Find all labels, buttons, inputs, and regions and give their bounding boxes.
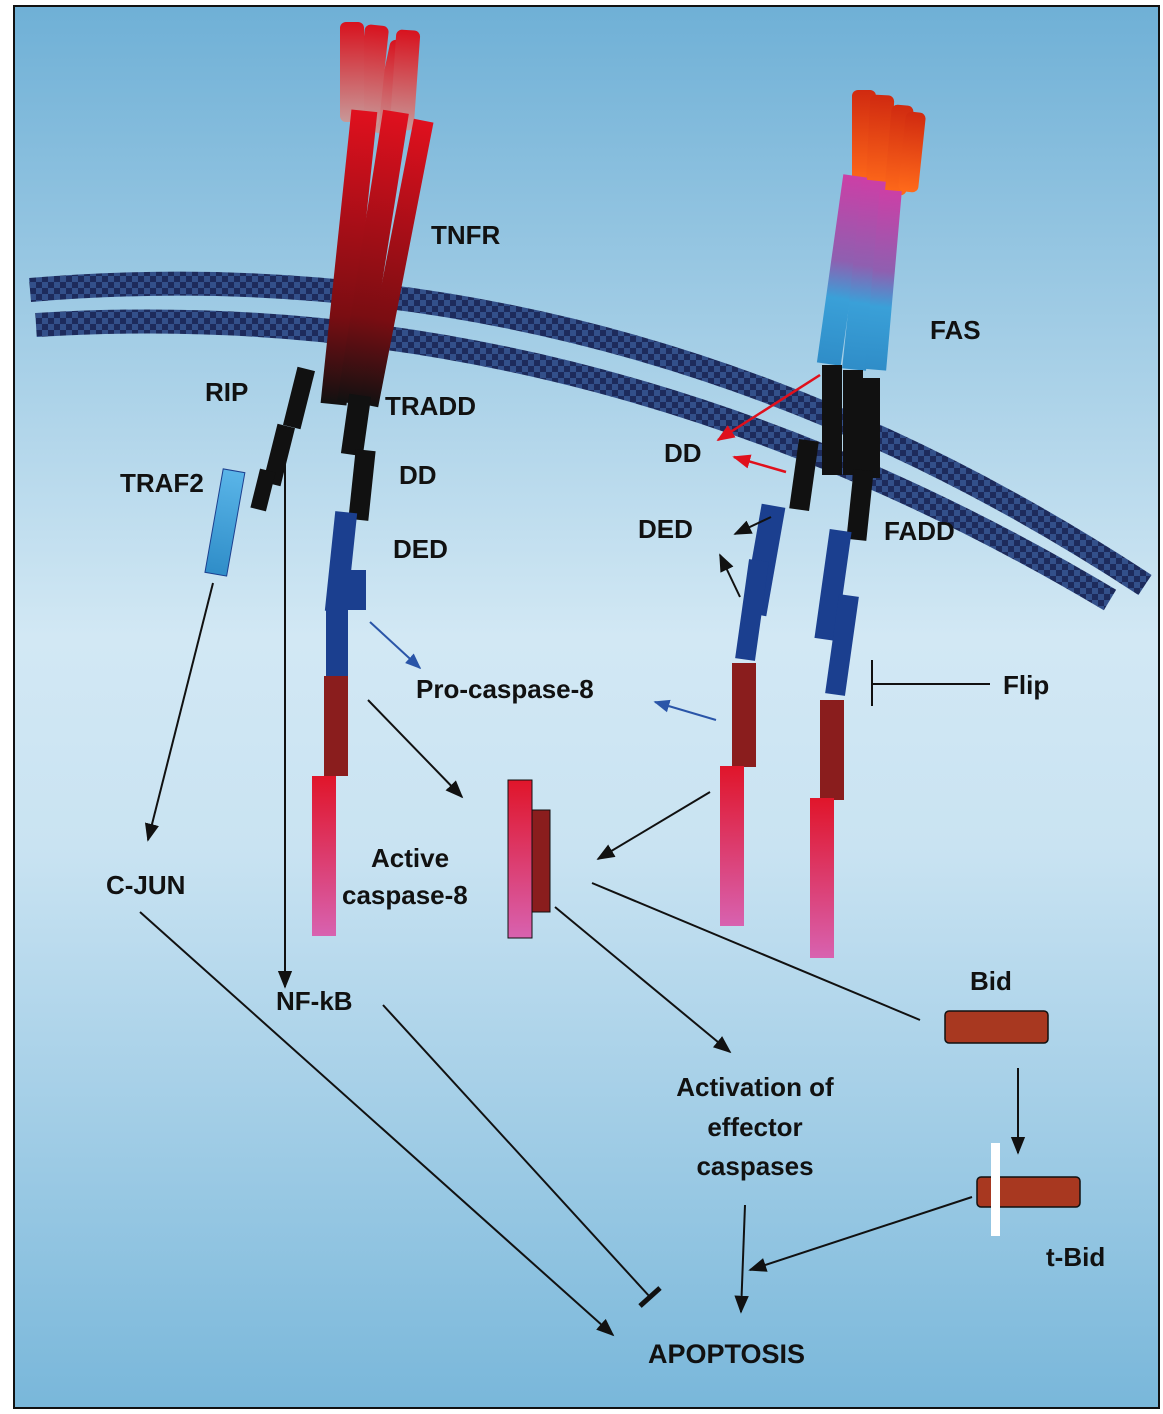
label-effector-line3: caspases [696, 1151, 813, 1181]
label-active-caspase8-line1: Active [371, 843, 449, 873]
label-tnfr: TNFR [431, 220, 501, 250]
label-ded-right: DED [638, 514, 693, 544]
label-cjun: C-JUN [106, 870, 185, 900]
label-tbid: t-Bid [1046, 1242, 1105, 1272]
label-fas: FAS [930, 315, 981, 345]
label-traf2: TRAF2 [120, 468, 204, 498]
label-pro-caspase8: Pro-caspase-8 [416, 674, 594, 704]
label-active-caspase8-line2: caspase-8 [342, 880, 468, 910]
label-rip: RIP [205, 377, 248, 407]
label-apoptosis: APOPTOSIS [648, 1339, 805, 1369]
label-effector-line1: Activation of [676, 1072, 834, 1102]
label-effector-line2: effector [707, 1112, 802, 1142]
label-dd-left: DD [399, 460, 437, 490]
label-tradd: TRADD [385, 391, 476, 421]
label-flip: Flip [1003, 670, 1049, 700]
label-fadd: FADD [884, 516, 955, 546]
label-dd-right: DD [664, 438, 702, 468]
label-nfkb: NF-kB [276, 986, 353, 1016]
bid-protein [945, 1011, 1048, 1043]
label-bid: Bid [970, 966, 1012, 996]
label-ded-left: DED [393, 534, 448, 564]
